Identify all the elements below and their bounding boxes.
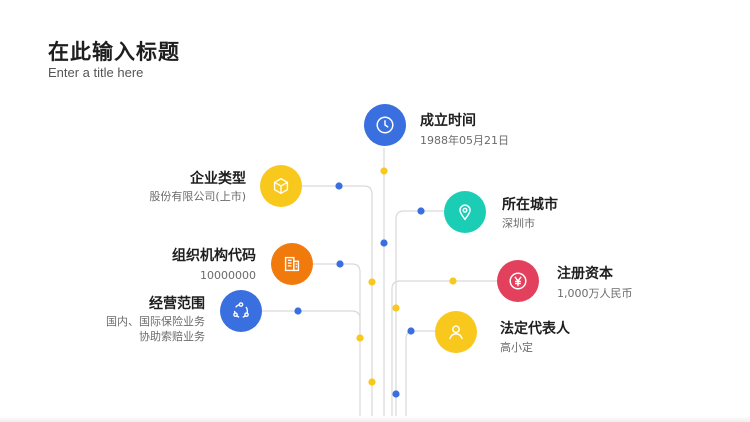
branch-org-code xyxy=(312,263,361,422)
org-code-title: 组织机构代码 xyxy=(172,248,256,264)
company-type-circle xyxy=(260,165,302,207)
founded-desc: 1988年05月21日 xyxy=(420,134,509,147)
dot-capital xyxy=(449,277,457,285)
person-icon xyxy=(449,325,463,340)
dot-org-code xyxy=(336,260,344,268)
city-title: 所在城市 xyxy=(502,197,558,213)
city-circle xyxy=(444,191,486,233)
dot-org-code-trunk xyxy=(368,278,376,286)
legal-rep-title: 法定代表人 xyxy=(500,321,570,337)
dot-company-type xyxy=(335,182,343,190)
company-type-desc: 股份有限公司(上市) xyxy=(149,190,246,203)
org-code-desc: 10000000 xyxy=(200,269,256,282)
capital-title: 注册资本 xyxy=(557,266,613,282)
company-type-title: 企业类型 xyxy=(190,171,246,187)
business-scope-desc-line1: 国内、国际保险业务 xyxy=(106,315,205,328)
branch-company-type xyxy=(302,185,373,422)
branch-legal-rep xyxy=(405,330,435,422)
dot-trunk-blue xyxy=(380,239,388,247)
dot-business-scope-trunk xyxy=(356,334,364,342)
founded-title: 成立时间 xyxy=(420,113,476,129)
founded-circle xyxy=(364,104,406,146)
dot-business-scope xyxy=(294,307,302,315)
dot-founded xyxy=(380,167,388,175)
legal-rep-circle xyxy=(435,311,477,353)
org-code-circle xyxy=(271,243,313,285)
branch-business-scope xyxy=(262,310,361,330)
dot-capital-trunk xyxy=(392,304,400,312)
clock-icon xyxy=(376,116,394,134)
business-scope-title: 经营范围 xyxy=(149,296,205,312)
header-title: 在此输入标题 xyxy=(48,40,180,64)
business-scope-desc-line2: 协助索赔业务 xyxy=(139,330,205,343)
cube-icon xyxy=(273,177,289,195)
location-pin-icon xyxy=(459,204,471,221)
header-subtitle: Enter a title here xyxy=(48,65,144,80)
dot-city xyxy=(417,207,425,215)
legal-rep-desc: 高小定 xyxy=(500,341,533,354)
yen-icon xyxy=(509,272,527,290)
dot-legal-rep xyxy=(407,327,415,335)
building-icon xyxy=(284,256,300,272)
branch-city xyxy=(395,210,444,422)
dot-bottom-blue xyxy=(392,390,400,398)
share-network-icon xyxy=(233,302,249,319)
branch-capital xyxy=(391,280,498,422)
bottom-shadow-bar xyxy=(0,416,750,422)
dot-bottom-yellow xyxy=(368,378,376,386)
capital-desc: 1,000万人民币 xyxy=(557,287,633,300)
city-desc: 深圳市 xyxy=(502,217,535,230)
business-scope-circle xyxy=(220,290,262,332)
capital-circle xyxy=(497,260,539,302)
